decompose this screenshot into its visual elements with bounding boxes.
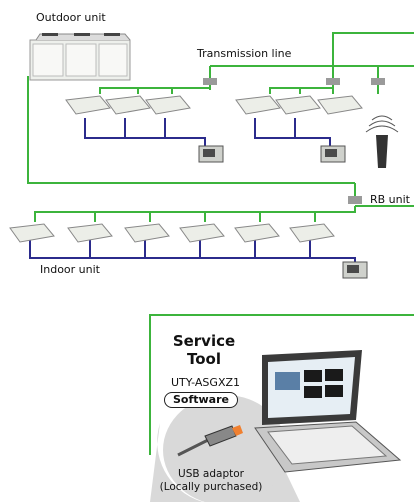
rb-unit-icon bbox=[348, 196, 362, 204]
laptop-background-shape bbox=[150, 423, 300, 502]
service-tool-title-line2: Tool bbox=[187, 350, 221, 368]
transmission-lines bbox=[27, 32, 414, 455]
outdoor-unit-icon bbox=[29, 33, 131, 81]
indoor-units-bottom bbox=[9, 223, 335, 243]
service-tool-title-line1: Service bbox=[172, 332, 236, 350]
indoor-unit-label: Indoor unit bbox=[40, 263, 100, 276]
remote-lines bbox=[29, 118, 356, 262]
usb-adaptor-icon bbox=[177, 425, 243, 457]
rb-unit-label: RB unit bbox=[370, 193, 410, 206]
indoor-units-top bbox=[65, 95, 363, 115]
usb-adaptor-label-line1: USB adaptor bbox=[178, 468, 244, 480]
laptop-background-circle bbox=[163, 395, 287, 502]
wired-remote-bottom-icon bbox=[342, 261, 368, 279]
transmission-line-label: Transmission line bbox=[197, 47, 292, 60]
usb-adaptor-label-line2: (Locally purchased) bbox=[159, 481, 263, 493]
wired-remote-icon bbox=[198, 145, 346, 163]
line-connectors bbox=[203, 78, 385, 85]
software-badge: Software bbox=[164, 392, 238, 408]
laptop-icon bbox=[254, 350, 402, 473]
outdoor-unit-label: Outdoor unit bbox=[36, 11, 106, 24]
service-tool-model: UTY-ASGXZ1 bbox=[171, 376, 241, 389]
wireless-remote-icon bbox=[365, 115, 399, 168]
